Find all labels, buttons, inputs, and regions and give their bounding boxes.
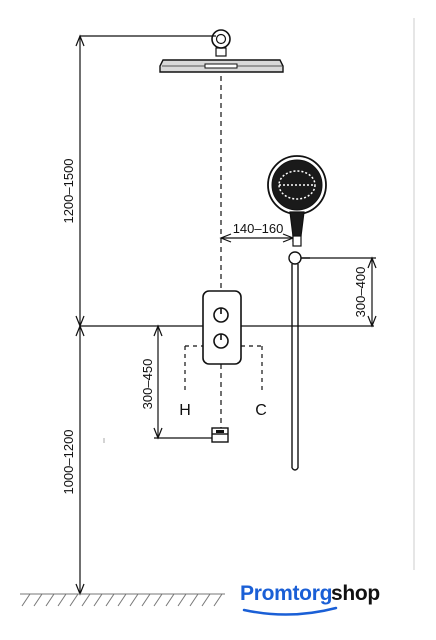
cold-supply-label: C bbox=[255, 402, 267, 419]
brand-name-part2: shop bbox=[331, 582, 380, 605]
thermostatic-valve-panel-icon bbox=[202, 290, 242, 365]
holder-spacing-dimension bbox=[300, 256, 377, 328]
floor-hatch bbox=[20, 593, 225, 607]
bottom-outlet-icon bbox=[211, 427, 229, 443]
brand-name-part1: Promtorg bbox=[240, 582, 333, 605]
vertical-dimension-line bbox=[75, 34, 216, 596]
shower-holder-and-hose bbox=[288, 251, 310, 471]
valve-height-label: 1000–1200 bbox=[61, 429, 76, 494]
valve-to-outlet-dimension bbox=[153, 324, 212, 440]
valve-to-outlet-label: 300–450 bbox=[140, 359, 155, 410]
hidden-supply-box-outline bbox=[184, 345, 263, 392]
hand-shower-icon bbox=[267, 155, 327, 247]
head-height-label: 1200–1500 bbox=[61, 158, 76, 223]
brand-logo: Promtorg shop bbox=[240, 582, 400, 622]
brand-swoosh-icon bbox=[242, 606, 338, 616]
arm-offset-label: 140–160 bbox=[233, 221, 284, 236]
holder-spacing-label: 300–400 bbox=[353, 267, 368, 318]
hot-supply-label: H bbox=[179, 402, 191, 419]
rain-shower-head-icon bbox=[159, 29, 284, 73]
